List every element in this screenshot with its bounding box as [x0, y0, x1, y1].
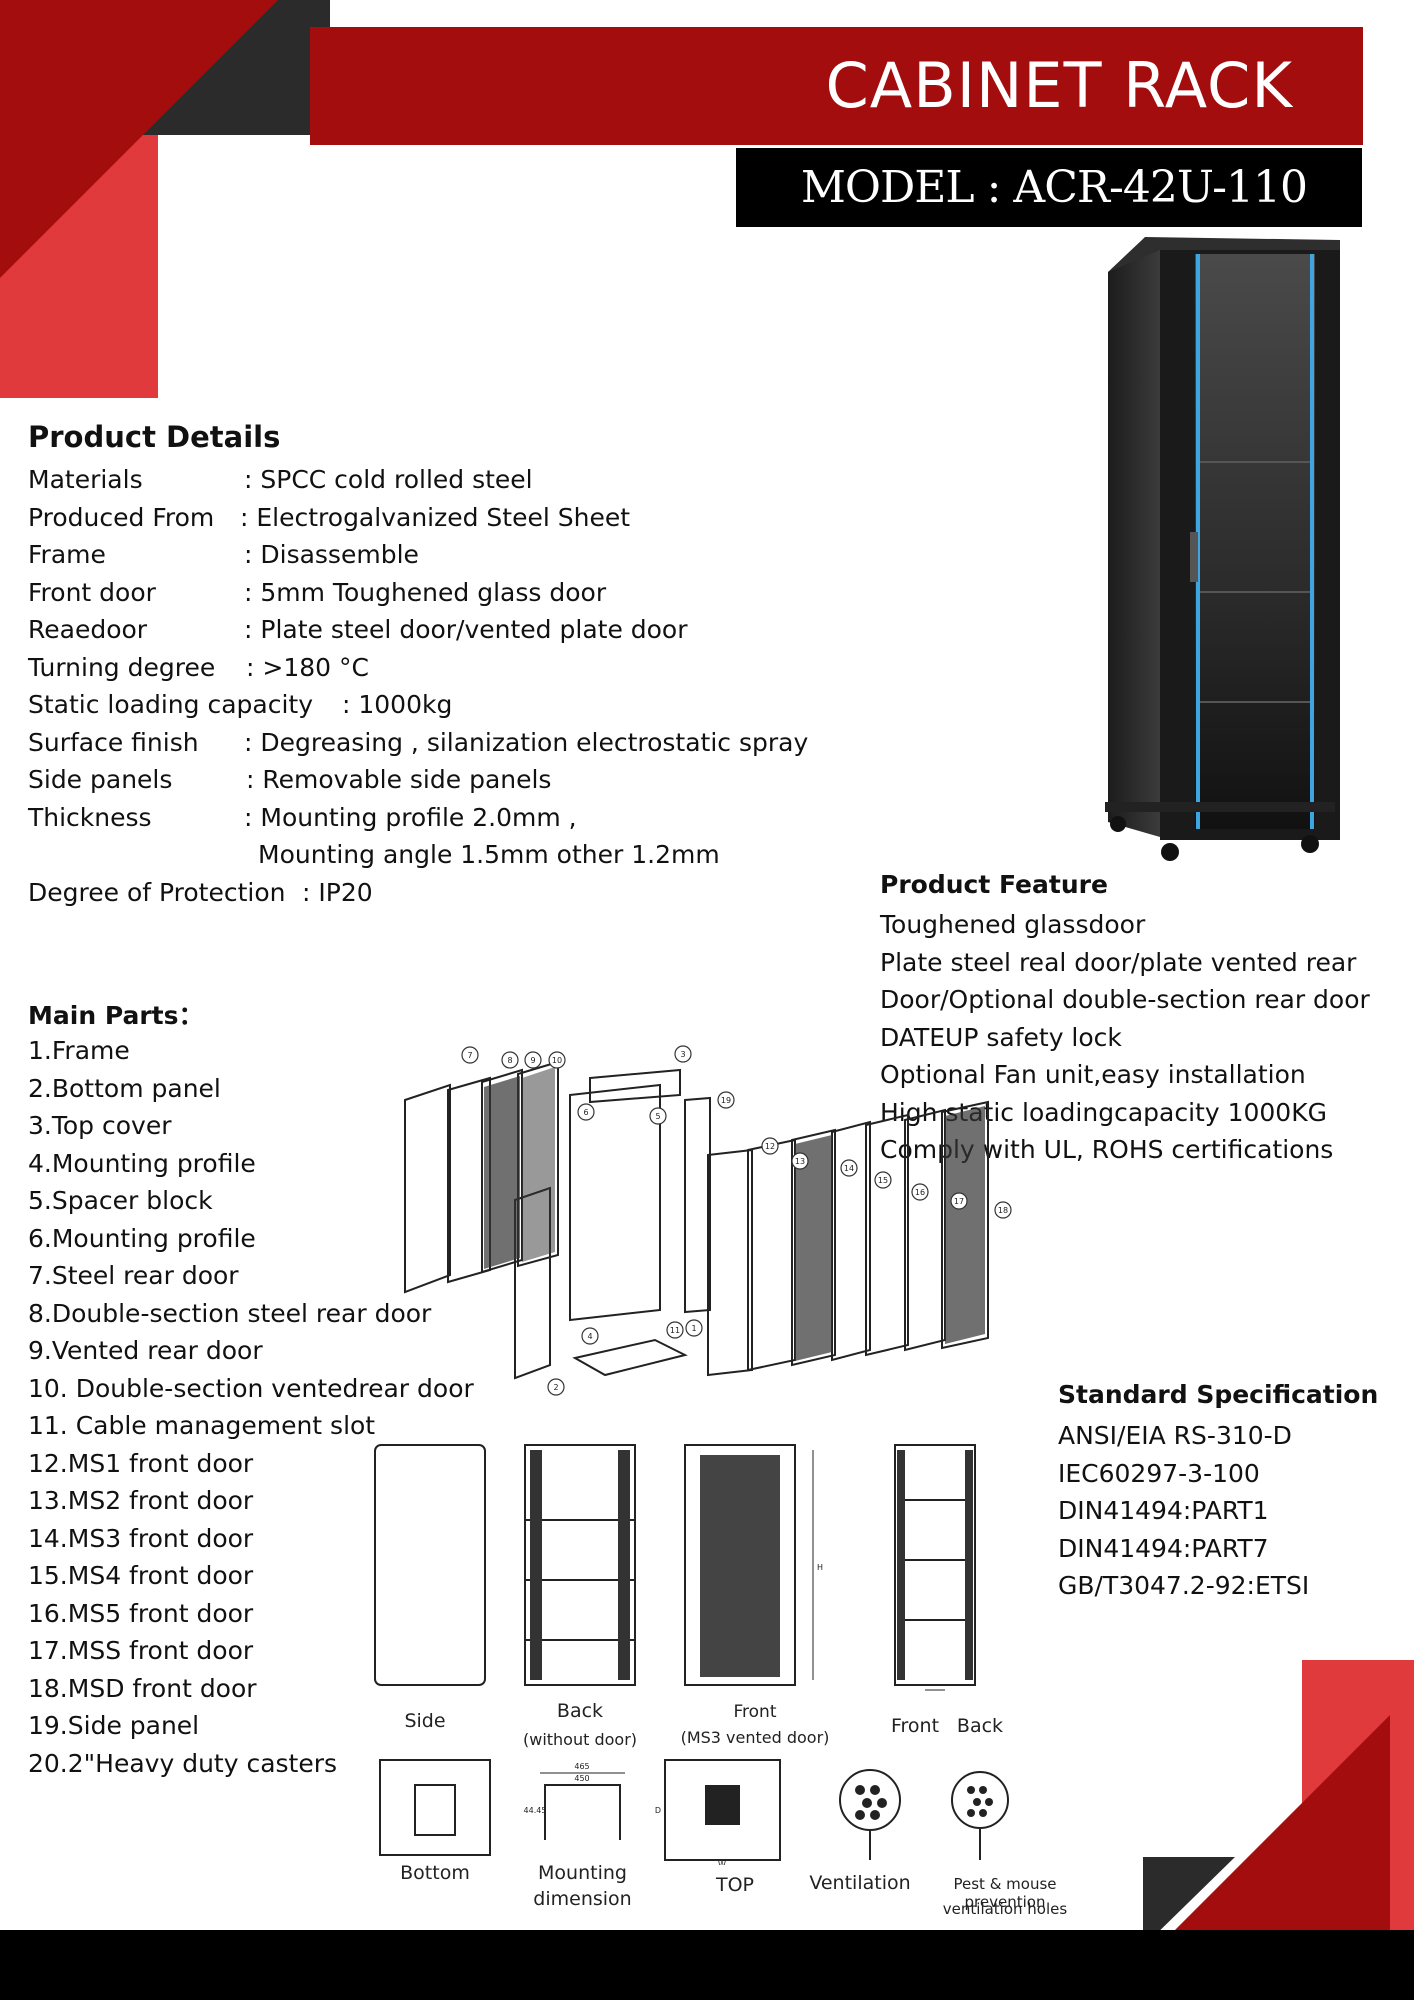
callout-15: 15 [878, 1176, 888, 1185]
callout-12: 12 [765, 1142, 775, 1151]
list-item: GB/T3047.2-92:ETSI [1058, 1571, 1310, 1600]
list-item: 1.Frame [28, 1036, 130, 1065]
footer-bar [0, 1930, 1414, 2000]
view-label-side: Side [404, 1710, 446, 1732]
top-left-corner-decoration [0, 0, 330, 398]
callout-5: 5 [655, 1112, 660, 1121]
view-label-pest-2: ventilation holes [942, 1900, 1068, 1918]
standard-spec-heading: Standard Specification [1058, 1380, 1379, 1409]
list-item: 7.Steel rear door [28, 1261, 239, 1290]
callout-10: 10 [552, 1056, 562, 1065]
callout-17: 17 [954, 1197, 964, 1206]
dim-465-label: 465 [574, 1762, 589, 1771]
list-item: 12.MS1 front door [28, 1448, 254, 1478]
list-item: 4.Mounting profile [28, 1148, 256, 1178]
callout-2: 2 [553, 1383, 558, 1392]
list-item: IEC60297-3-100 [1058, 1458, 1260, 1488]
callout-19: 19 [721, 1096, 731, 1105]
view-label-front-2: Front [890, 1715, 940, 1737]
view-label-back: Back [556, 1700, 604, 1722]
list-item: 16.MS5 front door [28, 1598, 254, 1628]
list-item: Plate steel real door/plate vented rear [880, 947, 1357, 977]
list-item: 11. Cable management slot [28, 1411, 376, 1440]
main-parts-heading: Main Parts： [28, 1001, 204, 1030]
list-item: 9.Vented rear door [28, 1336, 263, 1365]
view-label-bottom: Bottom [400, 1862, 470, 1884]
dim-d-label: D [655, 1806, 661, 1815]
list-item: DIN41494:PART7 [1058, 1533, 1269, 1563]
list-item: DIN41494:PART1 [1058, 1496, 1269, 1525]
callout-14: 14 [844, 1164, 854, 1173]
list-item: 17.MSS front door [28, 1636, 254, 1665]
main-parts-list: 1.Frame 2.Bottom panel 3.Top cover 4.Mou… [28, 1032, 474, 1782]
list-item: 14.MS3 front door [28, 1523, 254, 1553]
list-item: 19.Side panel [28, 1711, 200, 1740]
product-details-table: Materials: SPCC cold rolled steel Produc… [28, 465, 809, 907]
page-title: CABINET RACK [825, 49, 1293, 122]
view-label-front: Front [733, 1702, 777, 1722]
list-item: 8.Double-section steel rear door [28, 1298, 432, 1328]
view-label-mounting-2: dimension [533, 1888, 632, 1910]
bottom-right-corner-decoration [1120, 1660, 1414, 2000]
list-item: Optional Fan unit,easy installation [880, 1060, 1306, 1089]
callout-9: 9 [530, 1056, 535, 1065]
view-label-front-sub: (MS3 vented door) [680, 1728, 830, 1747]
standard-spec-list: ANSI/EIA RS-310-D IEC60297-3-100 DIN4149… [1058, 1417, 1309, 1605]
callout-11: 11 [670, 1326, 680, 1335]
view-label-top: TOP [715, 1874, 755, 1896]
product-details-heading: Product Details [28, 420, 281, 454]
list-item: 15.MS4 front door [28, 1561, 254, 1590]
dim-h-label: H [817, 1563, 823, 1572]
cabinet-rack-image [1105, 237, 1340, 861]
view-label-back-2: Back [956, 1715, 1004, 1737]
callout-3: 3 [680, 1050, 685, 1059]
list-item: 18.MSD front door [28, 1673, 257, 1703]
product-feature-heading: Product Feature [880, 870, 1108, 899]
callout-1: 1 [691, 1324, 696, 1333]
callout-18: 18 [998, 1206, 1008, 1215]
list-item: Toughened glassdoor [880, 910, 1146, 939]
list-item: 2.Bottom panel [28, 1073, 221, 1103]
list-item: 5.Spacer block [28, 1186, 213, 1215]
title-banner: CABINET RACK [310, 27, 1363, 145]
list-item: DATEUP safety lock [880, 1022, 1122, 1052]
exploded-parts-diagram: 7 8 9 10 3 19 6 5 12 13 14 15 16 17 18 4… [404, 1045, 1012, 1396]
list-item: 3.Top cover [28, 1111, 172, 1140]
model-banner: MODEL : ACR-42U-110 [736, 148, 1362, 227]
elevation-views-diagram: H [374, 1444, 976, 1691]
callout-4: 4 [587, 1332, 592, 1341]
dim-4445-label: 44.45 [524, 1806, 547, 1815]
dim-450-label: 450 [574, 1774, 589, 1783]
list-item: 6.Mounting profile [28, 1223, 256, 1253]
view-label-ventilation: Ventilation [809, 1872, 911, 1894]
callout-6: 6 [583, 1108, 588, 1117]
list-item: 13.MS2 front door [28, 1486, 254, 1515]
list-item: ANSI/EIA RS-310-D [1058, 1421, 1292, 1450]
list-item: Comply with UL, ROHS certifications [880, 1135, 1334, 1164]
diagram-callouts [461, 1045, 1012, 1396]
dim-w-label: W [718, 1860, 726, 1865]
view-label-back-sub: (without door) [522, 1730, 638, 1749]
callout-7: 7 [467, 1051, 472, 1060]
list-item: 20.2"Heavy duty casters [28, 1748, 338, 1778]
model-label: MODEL : ACR-42U-110 [800, 162, 1308, 213]
callout-13: 13 [795, 1157, 805, 1166]
list-item: Door/Optional double-section rear door [880, 985, 1370, 1014]
detail-views-diagram: 465 450 44.45 D W [379, 1759, 1009, 1865]
callout-16: 16 [915, 1188, 925, 1197]
view-label-mounting: Mounting [538, 1862, 627, 1884]
list-item: 10. Double-section ventedrear door [28, 1373, 474, 1403]
view-label-pest: Pest & mouse prevention [953, 1875, 1057, 1911]
callout-8: 8 [507, 1056, 512, 1065]
